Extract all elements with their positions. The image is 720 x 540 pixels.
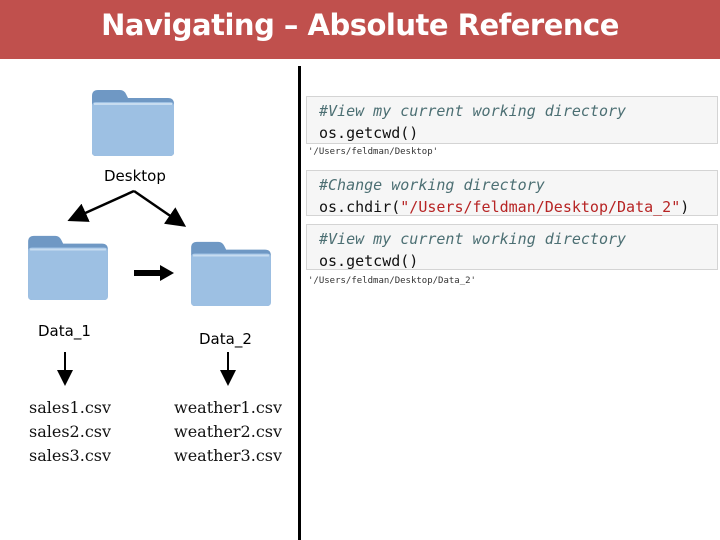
- cell-output-1: '/Users/feldman/Desktop': [308, 147, 439, 157]
- code-line: os.getcwd(): [319, 124, 419, 142]
- code-cell-getcwd-2[interactable]: #View my current working directory os.ge…: [306, 224, 718, 270]
- cell-output-3: '/Users/feldman/Desktop/Data_2': [308, 276, 476, 286]
- code-comment: #Change working directory: [319, 176, 545, 194]
- tree-arrows: [57, 189, 236, 386]
- code-line: os.chdir("/Users/feldman/Desktop/Data_2"…: [319, 196, 717, 218]
- data2-file-list: weather1.csv weather2.csv weather3.csv: [174, 396, 282, 468]
- file-item: weather2.csv: [174, 422, 283, 441]
- code-string: "/Users/feldman/Desktop/Data_2": [400, 198, 681, 216]
- file-item: sales2.csv: [29, 422, 112, 441]
- code-comment: #View my current working directory: [319, 230, 627, 248]
- data2-folder-icon: [191, 241, 271, 307]
- file-item: sales3.csv: [29, 446, 112, 465]
- slide-title: Navigating – Absolute Reference: [101, 8, 619, 42]
- vertical-divider: [298, 66, 301, 540]
- code-comment: #View my current working directory: [319, 102, 627, 120]
- desktop-label: Desktop: [104, 167, 166, 185]
- data1-file-list: sales1.csv sales2.csv sales3.csv: [29, 396, 111, 468]
- data1-folder-icon: [28, 235, 108, 301]
- code-cell-chdir[interactable]: #Change working directory os.chdir("/Use…: [306, 170, 718, 216]
- arrow-to-data2-icon: [133, 189, 187, 227]
- arrow-head-data2-icon: [160, 265, 174, 281]
- code-line: os.getcwd(): [319, 252, 419, 270]
- code-cell-getcwd-1[interactable]: #View my current working directory os.ge…: [306, 96, 718, 144]
- data1-label: Data_1: [38, 322, 91, 340]
- code-function: os.chdir(: [319, 198, 401, 216]
- code-paren: ): [680, 198, 690, 216]
- data2-label: Data_2: [199, 330, 252, 348]
- file-item: sales1.csv: [29, 398, 112, 417]
- title-bar: [0, 0, 720, 59]
- arrow-to-data1-icon: [67, 189, 135, 222]
- file-item: weather1.csv: [174, 398, 283, 417]
- file-item: weather3.csv: [174, 446, 283, 465]
- desktop-folder-icon: [92, 90, 174, 156]
